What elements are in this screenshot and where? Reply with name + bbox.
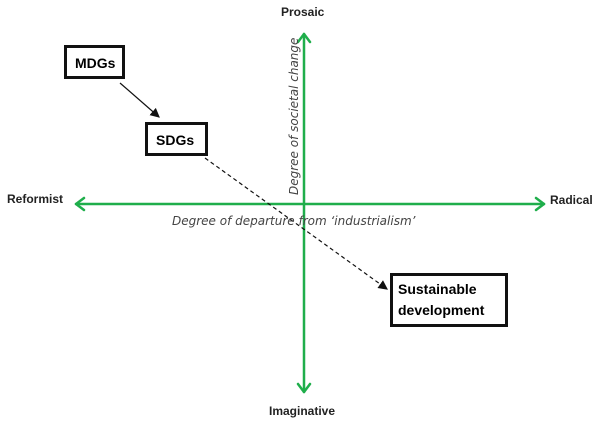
arrowhead-right-icon [534, 196, 546, 212]
sdgs-box: SDGs [145, 122, 208, 156]
sdgs-to-sd-dashed-arrow [204, 157, 388, 290]
mdgs-to-sdgs-arrow [119, 82, 160, 118]
mdgs-box: MDGs [64, 45, 125, 79]
pole-right-label: Radical [550, 193, 593, 207]
pole-bottom-label: Imaginative [269, 404, 336, 418]
arrowhead-up-icon [296, 32, 312, 44]
pole-left-label: Reformist [7, 192, 64, 206]
horizontal-axis-label: Degree of departure from ‘industrialism’ [172, 214, 416, 228]
vertical-axis-label: Degree of societal change [287, 37, 301, 195]
sustainable-development-box: Sustainable development [390, 273, 508, 327]
arrowhead-left-icon [74, 196, 86, 212]
sd-line-2: development [398, 302, 485, 318]
arrowhead-down-icon [296, 382, 312, 394]
sd-line-1: Sustainable [398, 281, 477, 297]
pole-top-label: Prosaic [281, 5, 325, 19]
